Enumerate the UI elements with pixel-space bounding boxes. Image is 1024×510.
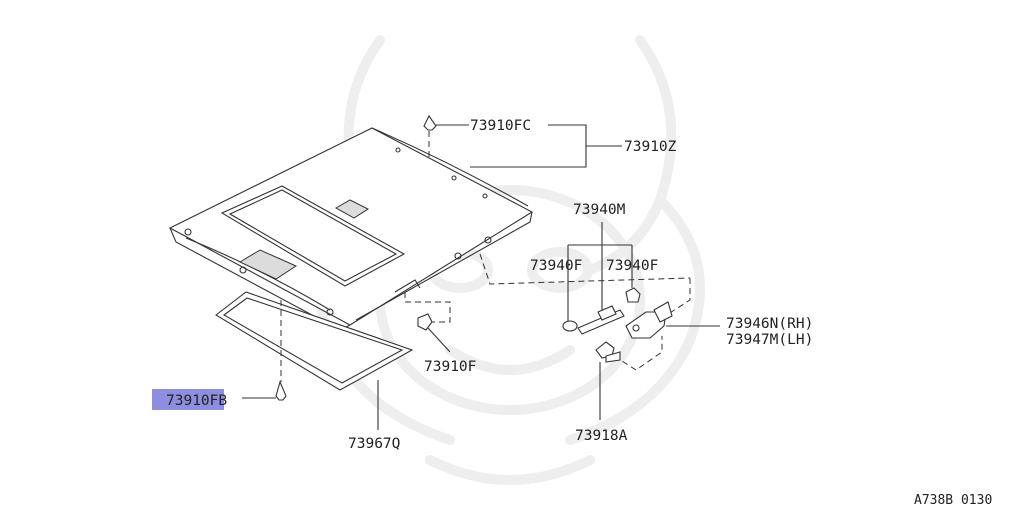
screw-part (595, 341, 621, 363)
part-label-73967q: 73967Q (348, 436, 400, 452)
part-label-73940f-left: 73940F (530, 258, 582, 274)
part-label-73946n: 73946N(RH) (726, 316, 813, 332)
part-label-73918a: 73918A (575, 428, 628, 444)
headlining-panel (168, 127, 534, 331)
sunroof-lid-part (215, 291, 414, 391)
clip-73910f-part (417, 313, 433, 331)
part-label-73910z: 73910Z (624, 139, 677, 155)
clip-73910fc-part (423, 114, 469, 158)
reference-code: A738B 0130 (914, 493, 992, 508)
part-label-73910fc: 73910FC (470, 118, 531, 134)
highlight-box (152, 389, 224, 410)
clip-73910fb-part (275, 380, 287, 401)
part-label-73940f-right: 73940F (606, 258, 658, 274)
part-label-73940m: 73940M (573, 202, 626, 218)
part-label-73947m: 73947M(LH) (726, 332, 813, 348)
sunvisor-rod-part (562, 287, 641, 335)
part-label-73910fb[interactable]: 73910FB (166, 393, 227, 409)
part-label-73910f: 73910F (424, 359, 476, 375)
bracket-part (625, 301, 673, 339)
